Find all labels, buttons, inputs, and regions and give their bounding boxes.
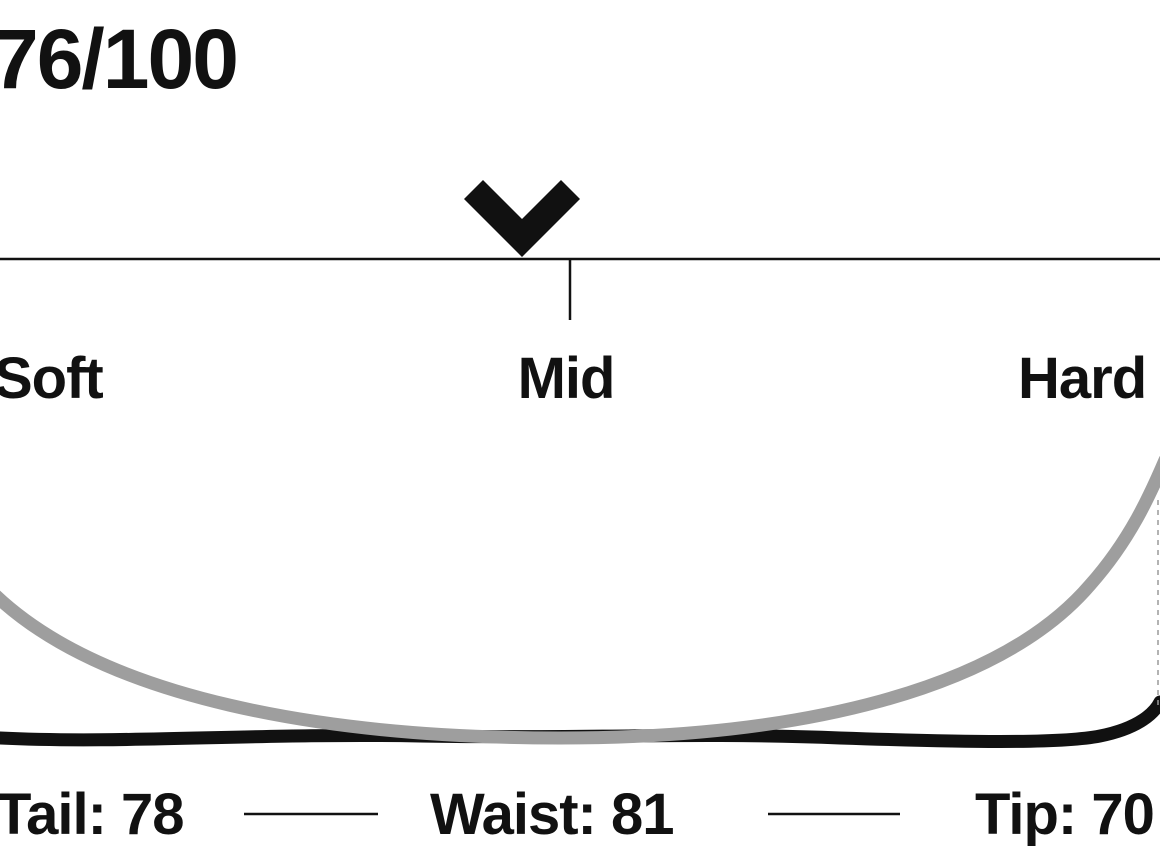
waist-flex-label: Waist: 81 [430, 782, 673, 847]
chevron-down-icon [464, 180, 580, 257]
flex-curve [0, 455, 1160, 745]
score-value: 76/100 [0, 12, 237, 106]
scale-label-soft: Soft [0, 346, 103, 411]
tip-flex-label: Tip: 70 [975, 782, 1154, 847]
tail-flex-label: Tail: 78 [0, 782, 184, 847]
scale-label-hard: Hard [1018, 346, 1146, 411]
scale-label-mid: Mid [518, 346, 615, 411]
